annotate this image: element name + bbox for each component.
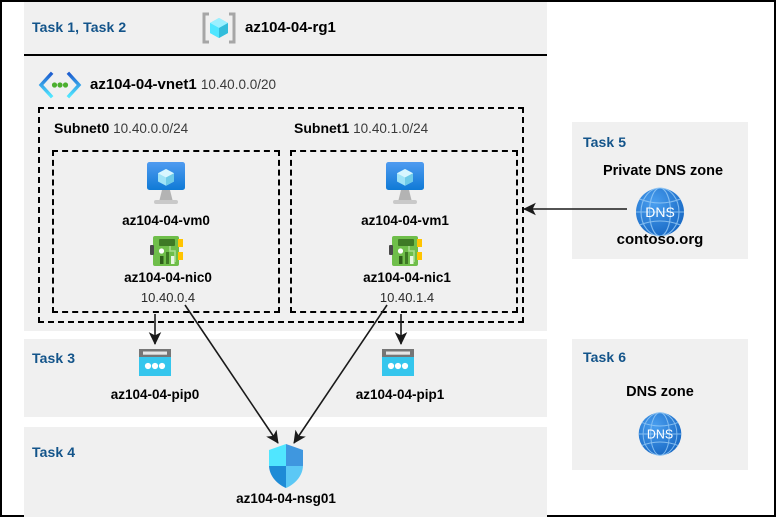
network-security-group-icon (266, 443, 306, 489)
subnet0-title: Subnet0 10.40.0.0/24 (54, 120, 188, 136)
nic0-ip: 10.40.0.4 (140, 290, 196, 305)
vnet-name: az104-04-vnet1 10.40.0.0/20 (90, 76, 276, 93)
subnet1-boundary (290, 150, 518, 313)
virtual-machine-icon (372, 159, 438, 211)
dns-zone-icon: DNS (636, 410, 684, 458)
virtual-machine-icon (133, 159, 199, 211)
resource-group-name: az104-04-rg1 (245, 19, 336, 36)
network-interface-icon (150, 234, 186, 268)
nic0-name: az104-04-nic0 (124, 270, 212, 285)
task1-task2-label: Task 1, Task 2 (32, 19, 127, 35)
pip0-name: az104-04-pip0 (110, 387, 200, 402)
virtual-network-icon (38, 71, 82, 99)
vnet-cidr: 10.40.0.0/20 (200, 77, 276, 92)
subnet1-cidr: 10.40.1.0/24 (353, 121, 429, 136)
dns-zone-icon: DNS (633, 185, 687, 239)
task6-label: Task 6 (583, 349, 627, 365)
vnet-name-text: az104-04-vnet1 (90, 76, 197, 93)
task3-label: Task 3 (32, 350, 76, 366)
subnet1-name: Subnet1 (294, 120, 350, 136)
subnet0-name: Subnet0 (54, 120, 110, 136)
dns-icon-text: DNS (645, 204, 675, 220)
network-interface-icon (389, 234, 425, 268)
task3-panel (24, 339, 547, 417)
nic1-name: az104-04-nic1 (363, 270, 451, 285)
private-dns-zone-name: contoso.org (616, 231, 704, 248)
resource-group-container (24, 54, 547, 331)
public-ip-address-icon (137, 347, 173, 379)
vm1-name: az104-04-vm1 (361, 213, 449, 228)
private-dns-zone-title: Private DNS zone (602, 163, 724, 179)
vm0-name: az104-04-vm0 (122, 213, 210, 228)
pip1-name: az104-04-pip1 (355, 387, 445, 402)
task4-label: Task 4 (32, 444, 76, 460)
nsg-name: az104-04-nsg01 (236, 491, 336, 506)
resource-group-icon (201, 10, 237, 46)
vnet-boundary (38, 107, 524, 323)
nic1-ip: 10.40.1.4 (379, 290, 435, 305)
dns-icon-text: DNS (647, 427, 673, 441)
subnet0-cidr: 10.40.0.0/24 (113, 121, 189, 136)
subnet1-title: Subnet1 10.40.1.0/24 (294, 120, 428, 136)
subnet0-boundary (52, 150, 280, 313)
dns-zone-title: DNS zone (626, 384, 694, 400)
task5-label: Task 5 (583, 134, 627, 150)
task1-task2-panel (24, 2, 547, 54)
public-ip-address-icon (380, 347, 416, 379)
